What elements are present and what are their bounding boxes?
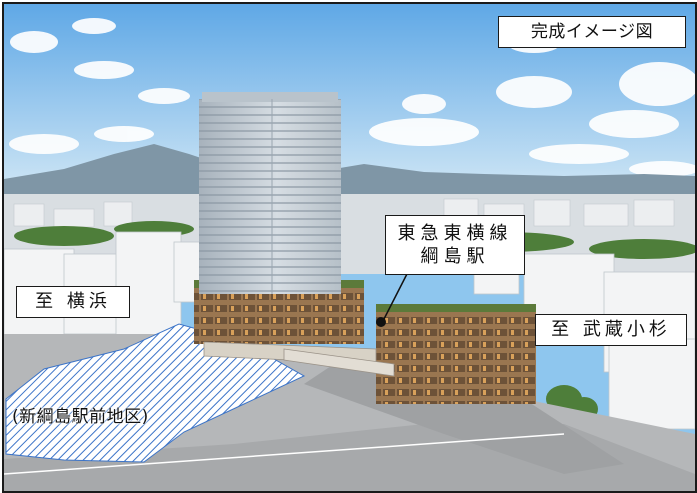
- mountains: [4, 144, 695, 204]
- rendered-scene: [4, 4, 695, 491]
- direction-musashikosugi-label: 至 武蔵小杉: [535, 314, 687, 346]
- direction-musashikosugi-text: 至 武蔵小杉: [551, 319, 671, 340]
- image-title-label: 完成イメージ図: [498, 16, 686, 48]
- clouds: [9, 18, 695, 177]
- tower-floors: [199, 99, 341, 294]
- station-marker: [376, 317, 386, 327]
- pedestrian-bridge: [283, 348, 395, 377]
- direction-yokohama-label: 至 横浜: [16, 286, 130, 318]
- station-name-text: 綱島駅: [420, 245, 490, 267]
- tower-crown: [202, 92, 338, 102]
- district-hatch-area: [5, 323, 306, 463]
- station-label: 東急東横線 綱島駅: [385, 215, 525, 275]
- road-marking: [4, 433, 565, 475]
- image-title: 完成イメージ図: [530, 21, 654, 42]
- station-building: [376, 309, 536, 404]
- station-leader-line: [383, 269, 410, 320]
- station-roof: [376, 304, 536, 312]
- direction-yokohama-text: 至 横浜: [35, 291, 111, 312]
- station-line-text: 東急東横線: [397, 222, 513, 244]
- district-area-label: (新綱島駅前地区): [12, 407, 149, 427]
